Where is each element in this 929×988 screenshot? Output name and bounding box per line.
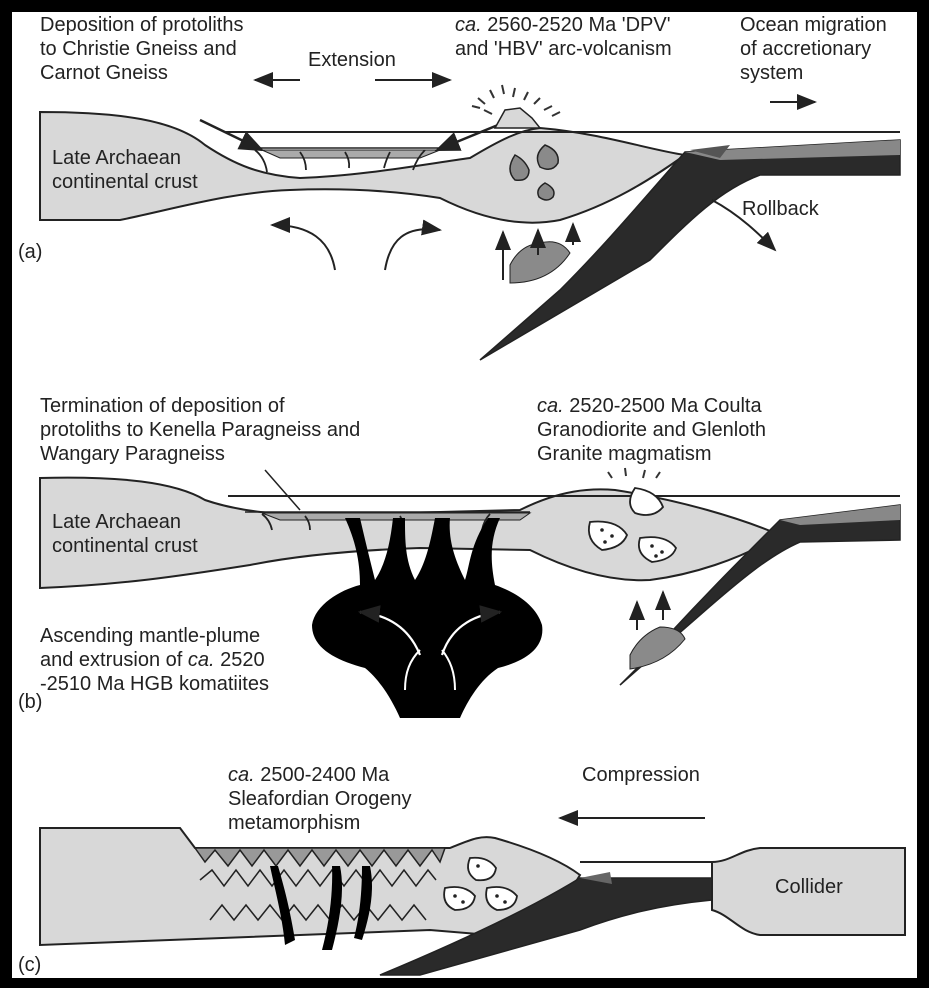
termination-line-3: Wangary Paragneiss <box>40 443 225 465</box>
diagram-panel: Deposition of protoliths to Christie Gne… <box>12 12 917 978</box>
rollback-label: Rollback <box>742 198 820 220</box>
termination-line-1: Termination of deposition of <box>40 395 285 417</box>
coulta-line-2: Granodiorite and Glenloth <box>537 419 766 441</box>
panel-c: ca. 2500-2400 Ma Sleafordian Orogeny met… <box>18 764 905 976</box>
panel-b-tag: (b) <box>18 691 42 713</box>
arc-line-2: and 'HBV' arc-volcanism <box>455 38 672 60</box>
crust-b-line-1: Late Archaean <box>52 511 181 533</box>
sleaford-line-1: ca. 2500-2400 Ma <box>228 764 390 786</box>
panel-a-tag: (a) <box>18 241 42 263</box>
crust-a-line-2: continental crust <box>52 171 198 193</box>
compression-label: Compression <box>582 764 700 786</box>
deposition-line-3: Carnot Gneiss <box>40 62 168 84</box>
collider-label: Collider <box>775 876 843 898</box>
crust-a-line-1: Late Archaean <box>52 147 181 169</box>
arc-line-1: ca. 2560-2520 Ma 'DPV' <box>455 14 671 36</box>
ocean-line-1: Ocean migration <box>740 14 887 36</box>
sleaford-line-3: metamorphism <box>228 812 360 834</box>
crust-b-line-2: continental crust <box>52 535 198 557</box>
plume-line-3: -2510 Ma HGB komatiites <box>40 673 269 695</box>
panel-c-tag: (c) <box>18 954 41 976</box>
ocean-line-2: of accretionary <box>740 38 871 60</box>
sleaford-line-2: Sleafordian Orogeny <box>228 788 411 810</box>
plume-line-1: Ascending mantle-plume <box>40 625 260 647</box>
tectonic-diagram: Deposition of protoliths to Christie Gne… <box>12 12 917 978</box>
termination-line-2: protoliths to Kenella Paragneiss and <box>40 419 360 441</box>
deposition-line-2: to Christie Gneiss and <box>40 38 237 60</box>
plume-line-2: and extrusion of ca. 2520 <box>40 649 265 671</box>
deposition-line-1: Deposition of protoliths <box>40 14 243 36</box>
coulta-line-3: Granite magmatism <box>537 443 712 465</box>
panel-a: Deposition of protoliths to Christie Gne… <box>18 14 900 360</box>
coulta-line-1: ca. 2520-2500 Ma Coulta <box>537 395 762 417</box>
extension-label: Extension <box>308 49 396 71</box>
ocean-line-3: system <box>740 62 803 84</box>
panel-b: Termination of deposition of protoliths … <box>18 395 900 718</box>
